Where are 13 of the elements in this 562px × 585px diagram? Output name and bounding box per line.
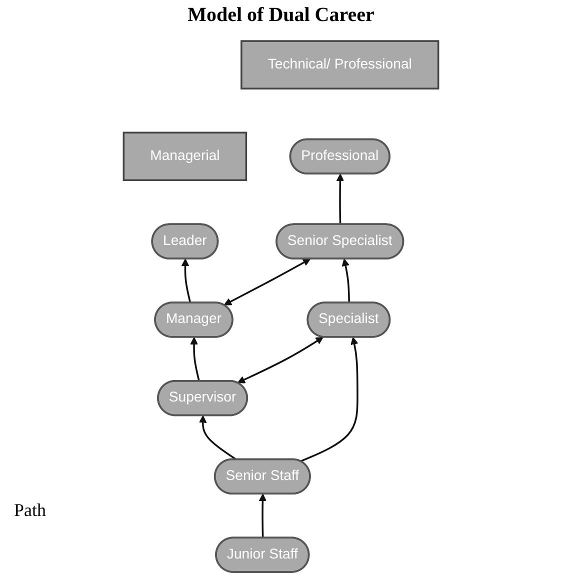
arrow <box>181 258 192 304</box>
arrow <box>237 336 324 384</box>
arrow <box>258 494 267 538</box>
arrow <box>190 336 200 382</box>
node-box: Managerial <box>122 132 248 182</box>
node-box: Technical/ Professional <box>240 40 440 90</box>
note-text: Path <box>14 500 46 520</box>
arrow <box>300 336 358 462</box>
arrow <box>336 174 344 225</box>
diagram-title: Model of Dual Career <box>186 4 376 27</box>
arrow <box>342 258 350 303</box>
arrow <box>198 415 238 460</box>
arrow <box>224 258 311 306</box>
